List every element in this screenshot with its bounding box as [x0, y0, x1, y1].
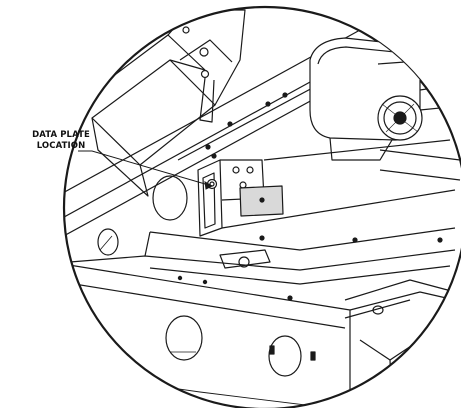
callout-leader [78, 150, 214, 190]
inner-plate-holes [97, 175, 188, 256]
data-plate [239, 185, 284, 217]
data-plate-callout: DATA PLATE LOCATION [6, 130, 116, 152]
upper-housing [91, 9, 246, 197]
callout-line-2: LOCATION [36, 141, 86, 151]
rear-cross-member [149, 139, 456, 251]
floor-structure [69, 231, 456, 301]
callout-line-1: DATA PLATE [32, 130, 90, 140]
